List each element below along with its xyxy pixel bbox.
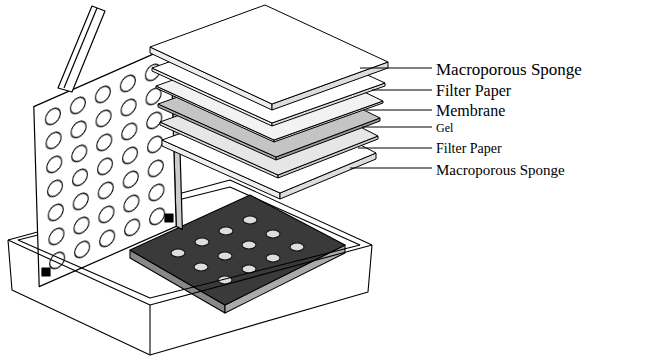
tank-front: [8, 240, 372, 355]
part-label: Macroporous Sponge: [436, 163, 565, 178]
upper-sponge: [150, 5, 388, 110]
part-label: Filter Paper: [436, 83, 511, 99]
layer-stack: [150, 5, 388, 199]
part-label: Gel: [436, 122, 453, 134]
part-label: Membrane: [436, 103, 505, 119]
part-label: Filter Paper: [436, 142, 502, 156]
leader-lines: [350, 68, 432, 168]
part-label: Macroporous Sponge: [436, 61, 582, 78]
